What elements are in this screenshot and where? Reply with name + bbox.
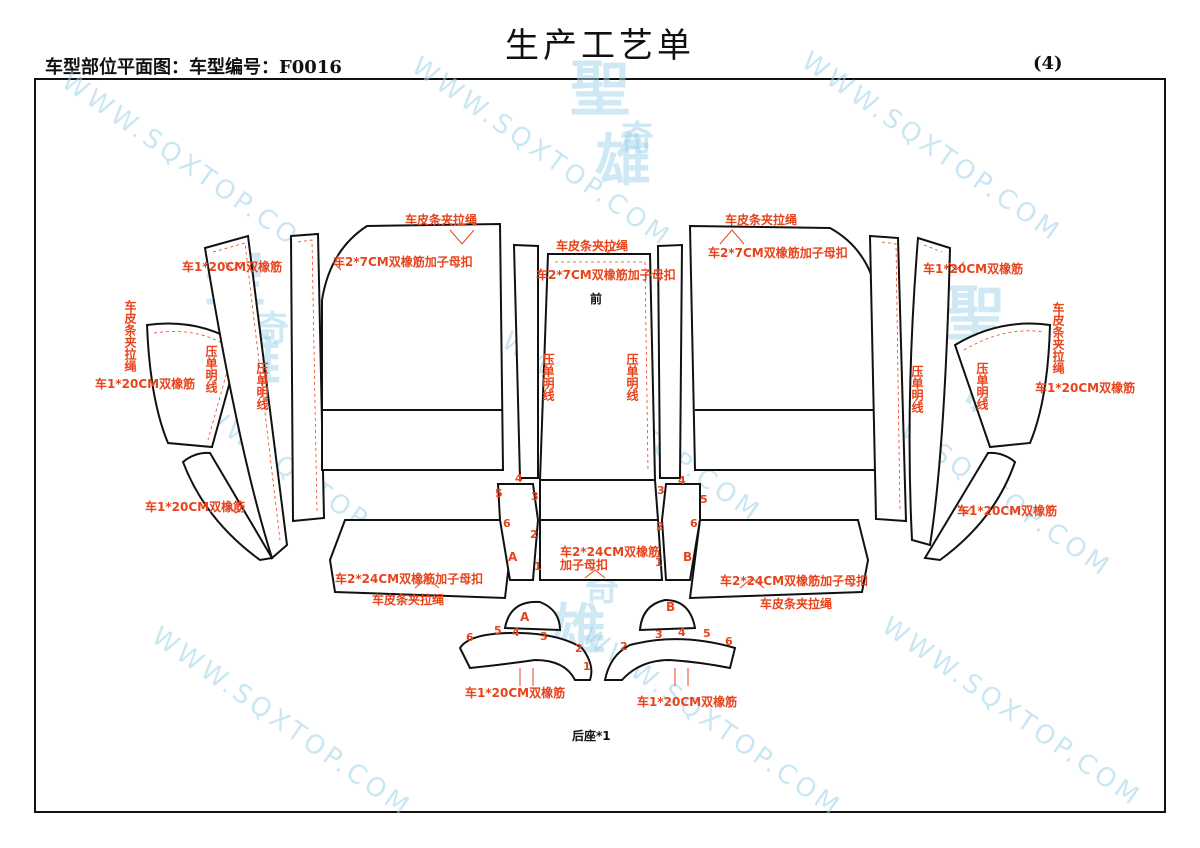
seam-number: 5 bbox=[495, 487, 503, 500]
seam-number: 1 bbox=[534, 560, 542, 573]
watermark-logo-char: 雄 bbox=[595, 128, 651, 194]
label-band-2x24: 车2*24CM双橡筋加子母扣 bbox=[720, 573, 868, 588]
marker-b: B bbox=[666, 600, 675, 614]
seam-number: 2 bbox=[530, 528, 538, 541]
seam-number: 2 bbox=[575, 642, 583, 655]
headrest-tab-a bbox=[503, 600, 562, 632]
connector-markers: A B A B bbox=[508, 550, 692, 624]
label-press-line: 压单明线 bbox=[910, 365, 924, 414]
label-strap-vertical: 车皮条夹拉绳 bbox=[1051, 301, 1065, 374]
page-number: (4) bbox=[1033, 53, 1063, 74]
seam-number: 5 bbox=[700, 493, 708, 506]
seam-number: 3 bbox=[531, 490, 539, 503]
marker-a: A bbox=[520, 610, 530, 624]
left-narrow-strip bbox=[512, 243, 539, 479]
label-strap: 车皮条夹拉绳 bbox=[405, 212, 477, 227]
seam-number: 3 bbox=[657, 484, 665, 497]
model-subtitle: 车型部位平面图：车型编号：F0016 bbox=[45, 57, 342, 78]
marker-a: A bbox=[508, 550, 518, 564]
label-band-1x20: 车1*20CM双橡筋 bbox=[465, 685, 565, 700]
watermark-logo-char: 聖 bbox=[570, 55, 630, 125]
right-side-strip bbox=[868, 234, 908, 523]
seam-number: 6 bbox=[725, 635, 733, 648]
right-bolster-piece bbox=[908, 236, 965, 547]
label-strap: 车皮条夹拉绳 bbox=[556, 238, 628, 253]
label-band-1x20: 车1*20CM双橡筋 bbox=[637, 694, 737, 709]
seam-number: 2 bbox=[620, 640, 628, 653]
label-band-2x7: 车2*7CM双橡筋加子母扣 bbox=[708, 245, 848, 260]
left-backrest-piece bbox=[321, 222, 505, 471]
seam-number: 2 bbox=[656, 520, 664, 533]
seam-number: 3 bbox=[655, 628, 663, 641]
label-press-line: 压单明线 bbox=[541, 353, 555, 402]
seam-number: 6 bbox=[690, 517, 698, 530]
watermark-url: WWW.SQXTOP.COM bbox=[876, 611, 1147, 813]
watermark-url: WWW.SQXTOP.COM bbox=[146, 621, 417, 823]
seam-number: 6 bbox=[503, 517, 511, 530]
seam-number: 5 bbox=[703, 627, 711, 640]
center-backrest-piece bbox=[538, 242, 664, 581]
seam-number: 4 bbox=[678, 626, 686, 639]
left-seat-cushion-piece bbox=[328, 519, 512, 600]
label-band-2x24-line2: 加子母扣 bbox=[559, 557, 608, 572]
label-strap: 车皮条夹拉绳 bbox=[372, 592, 444, 607]
label-band-2x7: 车2*7CM双橡筋加子母扣 bbox=[536, 267, 676, 282]
marker-b: B bbox=[683, 550, 692, 564]
label-band-2x7: 车2*7CM双橡筋加子母扣 bbox=[333, 254, 473, 269]
label-band-2x24-line1: 车2*24CM双橡筋 bbox=[560, 544, 660, 559]
right-curved-strip bbox=[603, 638, 737, 686]
left-wing-piece bbox=[145, 322, 242, 449]
seam-number: 5 bbox=[494, 624, 502, 637]
label-press-line: 压单明线 bbox=[255, 362, 269, 411]
seam-numbers: 4 5 3 6 2 1 4 3 5 6 2 1 6 5 4 3 2 1 2 3 … bbox=[466, 472, 733, 673]
footer-rear-seat: 后座*1 bbox=[572, 728, 611, 743]
label-band-1x20: 车1*20CM双橡筋 bbox=[95, 376, 195, 391]
right-seat-cushion-piece bbox=[688, 519, 870, 600]
annotations: 车皮条夹拉绳 车2*7CM双橡筋加子母扣 车皮条夹拉绳 车2*7CM双橡筋加子母… bbox=[95, 212, 1135, 709]
left-lower-wing-piece bbox=[181, 451, 274, 562]
left-curved-strip bbox=[458, 631, 593, 686]
label-front: 前 bbox=[590, 291, 602, 306]
drawing-frame bbox=[34, 78, 1166, 813]
label-press-line: 压单明线 bbox=[204, 345, 218, 394]
label-press-line: 压单明线 bbox=[625, 353, 639, 402]
label-band-1x20: 车1*20CM双橡筋 bbox=[923, 261, 1023, 276]
label-band-1x20: 车1*20CM双橡筋 bbox=[145, 499, 245, 514]
left-center-connector bbox=[496, 483, 540, 581]
label-strap: 车皮条夹拉绳 bbox=[760, 596, 832, 611]
page-title: 生产工艺单 bbox=[505, 26, 695, 66]
seam-number: 4 bbox=[515, 472, 523, 485]
label-strap: 车皮条夹拉绳 bbox=[725, 212, 797, 227]
seam-number: 4 bbox=[512, 626, 520, 639]
seam-number: 3 bbox=[540, 630, 548, 643]
label-strap-vertical: 车皮条夹拉绳 bbox=[123, 299, 137, 372]
right-narrow-strip bbox=[656, 243, 684, 479]
right-center-connector bbox=[660, 483, 701, 581]
label-band-1x20: 车1*20CM双橡筋 bbox=[957, 503, 1057, 518]
watermark-logo-char: 奇 bbox=[620, 119, 654, 159]
vertical-annotations: 车皮条夹拉绳 车皮条夹拉绳 压单明线 压单明线 压单明线 压单明线 压单明线 压… bbox=[123, 299, 1065, 414]
right-wing-piece bbox=[953, 322, 1052, 449]
headrest-tab-b bbox=[638, 598, 697, 632]
label-band-2x24: 车2*24CM双橡筋加子母扣 bbox=[335, 571, 483, 586]
label-band-1x20: 车1*20CM双橡筋 bbox=[182, 259, 282, 274]
label-band-1x20: 车1*20CM双橡筋 bbox=[1035, 380, 1135, 395]
seam-number: 6 bbox=[466, 631, 474, 644]
watermark-url: WWW.SQXTOP.COM bbox=[796, 46, 1067, 248]
left-side-strip bbox=[289, 232, 326, 523]
seam-number: 1 bbox=[583, 660, 591, 673]
seam-number: 4 bbox=[678, 474, 686, 487]
right-lower-wing-piece bbox=[923, 451, 1017, 562]
seam-number: 1 bbox=[655, 556, 663, 569]
right-backrest-piece bbox=[688, 224, 879, 471]
label-press-line: 压单明线 bbox=[975, 362, 989, 411]
watermark-url: WWW.SQXTOP.COM bbox=[56, 66, 327, 268]
